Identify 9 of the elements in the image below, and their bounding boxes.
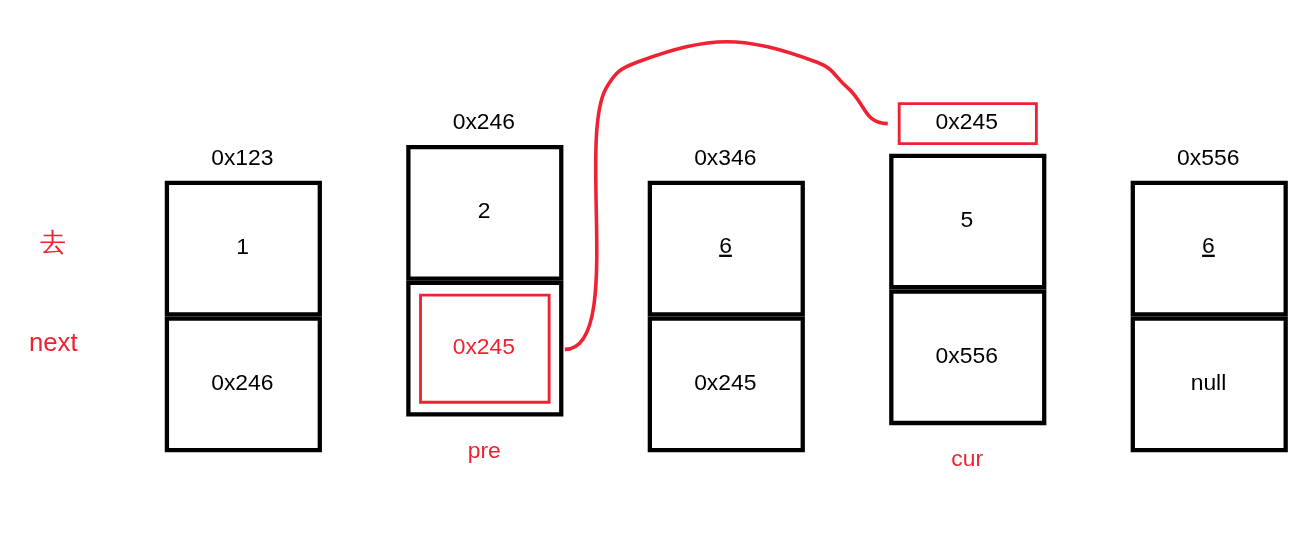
node-label: 0x346 [694, 143, 757, 170]
label: 去 [39, 227, 66, 256]
node-label: 0x556 [1177, 143, 1240, 170]
connector [564, 39, 888, 351]
node-label: pre [467, 436, 501, 463]
label: next [29, 327, 78, 356]
node-label: 0x123 [211, 143, 274, 170]
node-label: cur [951, 444, 984, 471]
node-label: 0x246 [452, 107, 515, 134]
